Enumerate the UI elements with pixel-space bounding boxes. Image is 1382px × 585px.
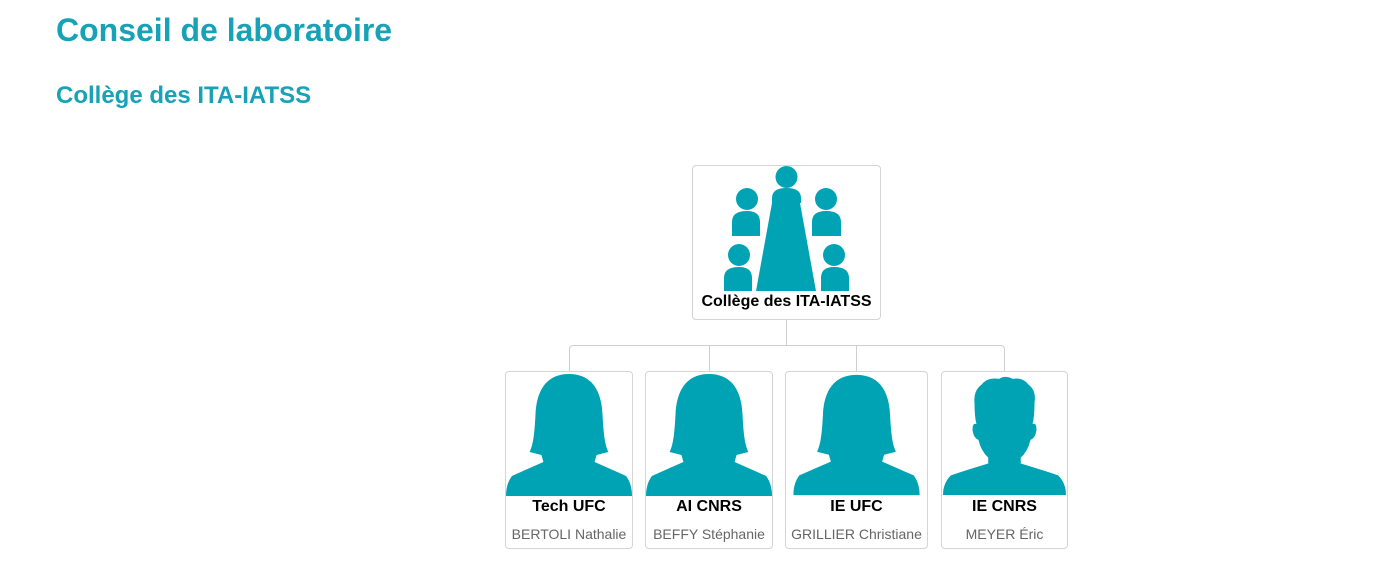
member-name: GRILLIER Christiane [791, 526, 922, 542]
page-title: Conseil de laboratoire [56, 12, 393, 48]
female-avatar-icon [793, 374, 920, 496]
member-title: IE UFC [830, 498, 883, 515]
female-avatar-icon [646, 374, 772, 496]
member-card[interactable]: Tech UFC BERTOLI Nathalie [505, 371, 633, 549]
member-card[interactable]: IE CNRS MEYER Éric [941, 371, 1068, 549]
org-root-card[interactable]: Collège des ITA-IATSS [692, 165, 881, 320]
org-root-title: Collège des ITA-IATSS [701, 293, 872, 310]
sibling-connector [569, 345, 1005, 371]
member-card[interactable]: IE UFC GRILLIER Christiane [785, 371, 928, 549]
member-name: BEFFY Stéphanie [653, 526, 765, 542]
member-title: Tech UFC [532, 498, 606, 515]
meeting-table-icon [724, 166, 849, 291]
male-avatar-icon [942, 376, 1067, 496]
member-card[interactable]: AI CNRS BEFFY Stéphanie [645, 371, 773, 549]
section-title: Collège des ITA-IATSS [56, 82, 312, 109]
member-name: BERTOLI Nathalie [511, 526, 627, 542]
member-title: IE CNRS [972, 498, 1037, 515]
female-avatar-icon [506, 374, 632, 496]
member-name: MEYER Éric [965, 526, 1044, 542]
member-title: AI CNRS [676, 498, 742, 515]
